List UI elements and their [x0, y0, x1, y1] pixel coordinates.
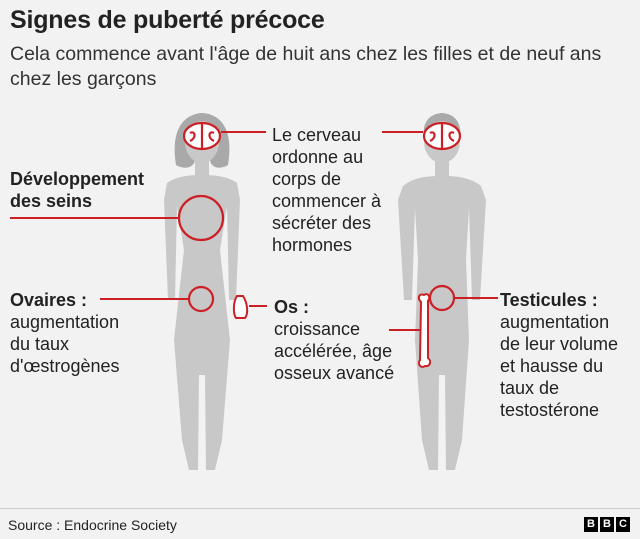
- girl-brain-marker: [182, 121, 222, 151]
- bone-label: Os : croissance accélérée, âge osseux av…: [274, 297, 395, 383]
- femur-bone-icon: [417, 293, 432, 368]
- testicles-label: Testicules : augmentation de leur volume…: [500, 290, 619, 420]
- source-note: Source : Endocrine Society: [8, 517, 177, 533]
- footer: Source : Endocrine Society B B C: [0, 508, 640, 539]
- breasts-label: Développement des seins: [10, 169, 145, 211]
- boy-silhouette: [398, 113, 486, 470]
- chart-subtitle: Cela commence avant l'âge de huit ans ch…: [10, 43, 602, 90]
- chart-title: Signes de puberté précoce: [10, 6, 325, 34]
- ovaries-label: Ovaires : augmentation du taux d'œstrogè…: [10, 290, 120, 376]
- girl-silhouette: [164, 113, 240, 470]
- connector-lines: [10, 131, 498, 331]
- brain-label: Le cerveau ordonne au corps de commencer…: [272, 125, 382, 255]
- bbc-logo: B B C: [584, 517, 630, 532]
- boy-brain-marker: [422, 121, 462, 151]
- pelvis-bone-icon: [232, 295, 249, 319]
